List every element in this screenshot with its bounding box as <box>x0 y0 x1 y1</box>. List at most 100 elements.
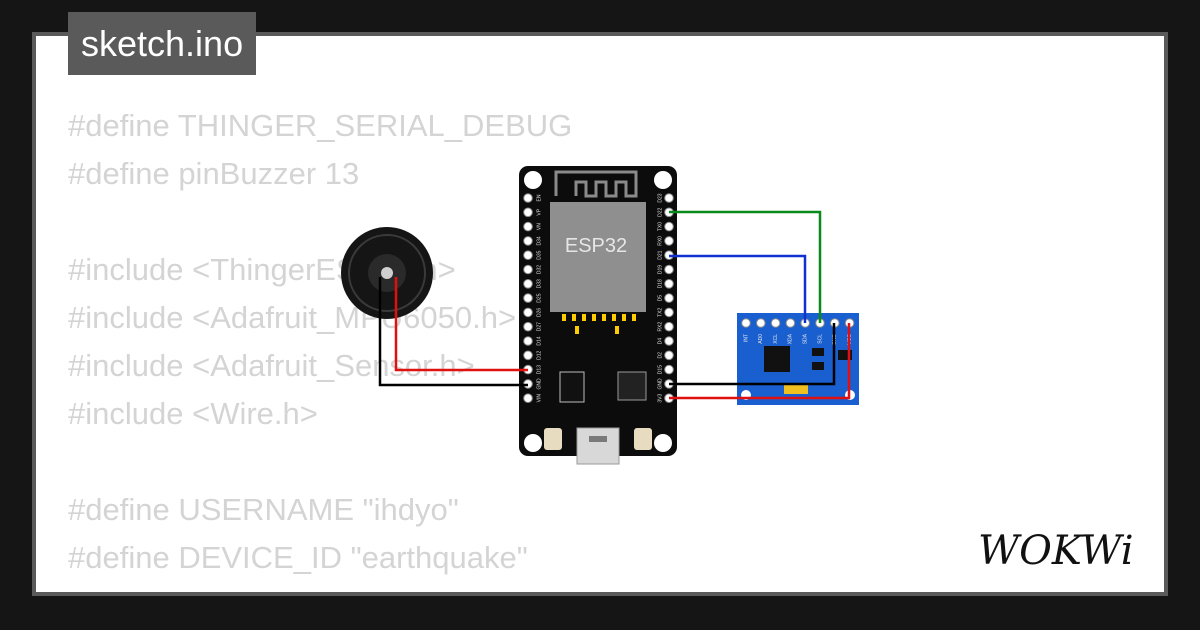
code-preview: #define THINGER_SERIAL_DEBUG #define pinB… <box>68 102 819 592</box>
mpu6050-pin-label: SCL <box>817 334 823 344</box>
right-pin-header: D23D22TX0RX0D21D19D18D5TX2RX2D4D2D15GND3… <box>657 193 674 404</box>
esp32-pin[interactable] <box>664 364 674 375</box>
esp32-pin-label: GND <box>536 378 542 390</box>
esp32-pin[interactable] <box>523 393 533 404</box>
esp32-pin[interactable] <box>523 279 533 289</box>
esp32-pin-label: D15 <box>657 365 663 374</box>
esp32-pin[interactable] <box>523 336 533 346</box>
esp32-module <box>550 202 646 312</box>
esp32-pin[interactable] <box>664 193 674 203</box>
wire-gnd-mpu[interactable] <box>669 323 836 386</box>
wokwi-logo-text: WOKWi <box>978 528 1134 574</box>
esp32-pin[interactable] <box>523 236 533 246</box>
esp32-pin-label: D32 <box>536 265 542 274</box>
esp32-pin-label: D26 <box>536 308 542 317</box>
esp32-pin-label: RX0 <box>657 236 663 246</box>
wire-buzzer-signal[interactable] <box>394 277 528 372</box>
esp32-pin-label: D21 <box>657 250 663 259</box>
mount-hole <box>524 171 542 189</box>
esp32-pin-label: D14 <box>536 336 542 345</box>
esp32-pin-label: D13 <box>536 365 542 374</box>
esp32-pin-label: GND <box>657 378 663 390</box>
code-line: #define USERNAME "ihdyo" <box>68 492 459 527</box>
esp32-pin[interactable] <box>664 279 674 289</box>
mpu6050-pin-label: INT <box>743 334 749 342</box>
esp32-pin-label: D4 <box>657 338 663 345</box>
esp32-pin-label: D2 <box>657 352 663 359</box>
smd-component <box>812 348 824 356</box>
esp32-pin-label: D22 <box>657 208 663 217</box>
mount-hole <box>654 171 672 189</box>
mpu6050-pin-label: XDA <box>788 333 794 344</box>
boot-button[interactable] <box>544 428 562 450</box>
voltage-regulator <box>559 371 585 403</box>
esp32-pin[interactable] <box>523 307 533 318</box>
esp32-pin[interactable] <box>523 293 533 303</box>
wire-buzzer-gnd[interactable] <box>378 277 528 387</box>
code-line: #define pinBuzzer 13 <box>68 156 360 191</box>
esp32-pin[interactable] <box>523 207 533 218</box>
wires <box>378 210 851 400</box>
wire-sda[interactable] <box>669 254 807 323</box>
wire-scl[interactable] <box>669 210 822 323</box>
esp32-pin-label: VN <box>536 223 542 230</box>
piezo-buzzer[interactable] <box>341 227 433 319</box>
mpu6050-pin[interactable] <box>770 318 781 328</box>
esp32-pin-label: VIN <box>536 394 542 403</box>
esp32-pin-label: RX2 <box>657 322 663 332</box>
esp32-pin[interactable] <box>664 264 674 275</box>
code-line: #include <Adafruit_MPU6050.h> <box>68 300 517 335</box>
esp32-pin-label: TX2 <box>657 308 663 317</box>
esp32-pin-label: 3V3 <box>657 394 663 403</box>
code-line: #define DEVICE_ID "earthquake" <box>68 540 528 575</box>
micro-usb-port <box>576 427 620 465</box>
esp32-pin[interactable] <box>523 264 533 275</box>
mpu6050-chip <box>764 346 790 372</box>
esp32-pin-label: EN <box>536 194 542 201</box>
mpu6050-pin[interactable] <box>785 318 796 328</box>
code-line: #include <Wire.h> <box>68 396 318 431</box>
esp32-pin[interactable] <box>664 307 674 318</box>
mount-hole <box>524 434 542 452</box>
code-line: #define DEVICE_CREDENTIAL "[\"mm/XHXKJ\"… <box>68 582 819 592</box>
esp32-pin-label: TX0 <box>657 222 663 231</box>
esp32-pin-label: D18 <box>657 279 663 288</box>
esp32-pin-label: D12 <box>536 351 542 360</box>
esp32-pin[interactable] <box>664 293 674 303</box>
wokwi-logo: WOKWi <box>978 528 1134 574</box>
esp32-pin-label: D35 <box>536 250 542 259</box>
wire-vcc-mpu[interactable] <box>669 323 851 400</box>
esp32-pin[interactable] <box>523 350 533 361</box>
code-line: #include <Adafruit_Sensor.h> <box>68 348 475 383</box>
esp32-pin[interactable] <box>664 350 674 361</box>
esp32-pin-label: D33 <box>536 279 542 288</box>
esp32-pin[interactable] <box>523 250 533 260</box>
esp32-pin-label: D34 <box>536 236 542 245</box>
mpu6050-pin-label: SDA <box>803 333 809 344</box>
esp32-pin-label: D25 <box>536 293 542 302</box>
mpu6050-pin[interactable] <box>741 318 751 328</box>
mpu6050-pin-label: XCL <box>773 334 779 344</box>
mpu6050-capacitor <box>784 384 808 394</box>
smd-component <box>838 350 852 360</box>
file-tab[interactable]: sketch.ino <box>68 12 257 75</box>
usb-slot <box>589 436 607 442</box>
esp32-pin-label: D23 <box>657 193 663 202</box>
wifi-antenna <box>554 170 638 198</box>
mpu6050-pin[interactable] <box>756 318 766 328</box>
code-line: #define THINGER_SERIAL_DEBUG <box>68 108 573 143</box>
esp32-pin[interactable] <box>523 193 533 203</box>
esp32-pin[interactable] <box>664 336 674 346</box>
esp32-pin[interactable] <box>523 221 533 232</box>
reset-button[interactable] <box>634 428 652 450</box>
esp32-pin[interactable] <box>664 321 674 332</box>
esp32-board[interactable]: ESP32 ENVPVND34D35D32D33D25D26D27D14D12D… <box>519 166 677 465</box>
esp32-pin[interactable] <box>664 221 674 232</box>
buzzer-ring <box>348 234 426 312</box>
esp32-pin[interactable] <box>664 236 674 246</box>
buzzer-center <box>381 267 393 279</box>
esp32-pin[interactable] <box>523 321 533 332</box>
